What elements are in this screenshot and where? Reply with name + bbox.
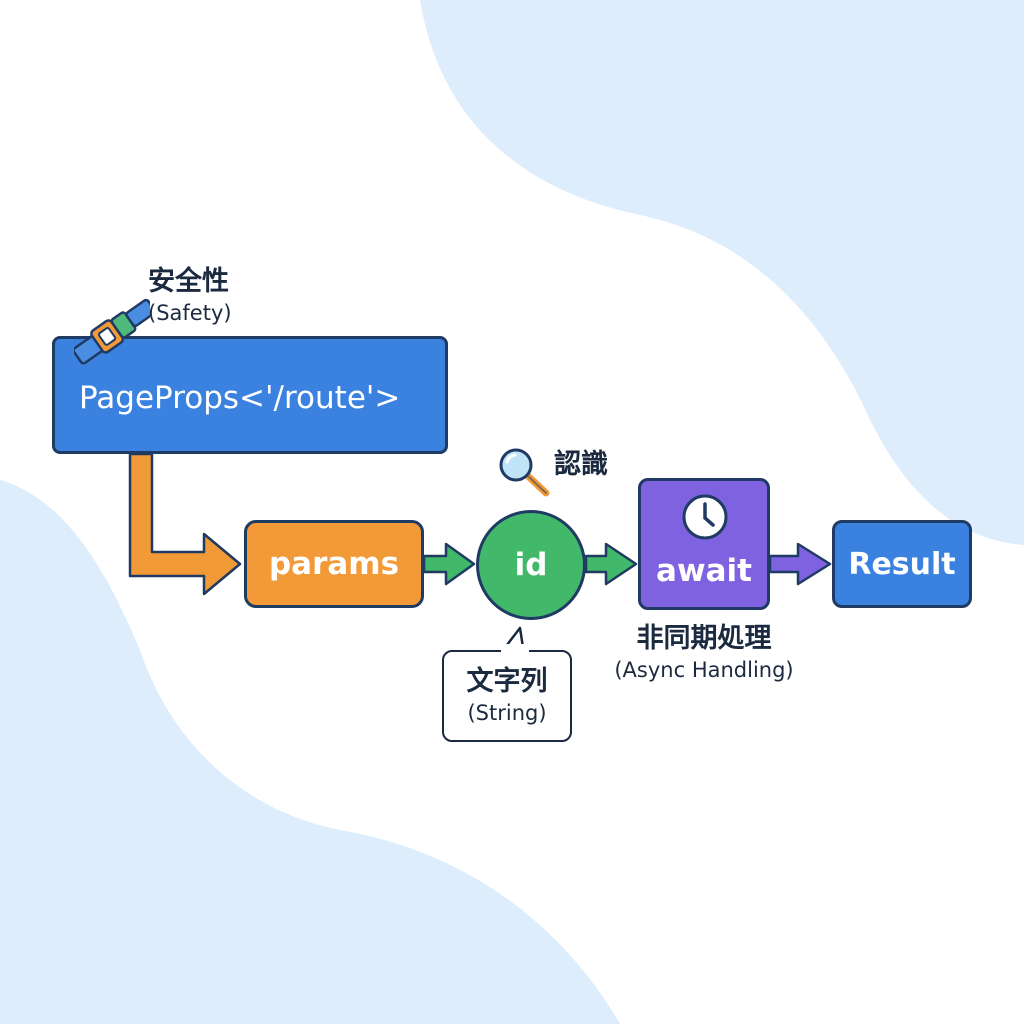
await-label: await	[656, 553, 752, 589]
bubble-tail-mask	[501, 644, 529, 654]
params-label: params	[268, 546, 400, 582]
arrow-pageprops-to-params	[128, 452, 242, 596]
id-node: id	[476, 510, 586, 620]
seatbelt-buckle-icon	[74, 298, 150, 365]
top-right-wave	[420, 0, 1024, 545]
result-label: Result	[848, 546, 956, 582]
params-node: params	[244, 520, 424, 608]
string-bubble: 文字列 (String)	[442, 650, 572, 742]
string-label-en: (String)	[467, 701, 547, 725]
async-label-en: (Async Handling)	[614, 658, 794, 682]
safety-label-jp: 安全性	[148, 266, 229, 297]
recognition-label-jp: 認識	[554, 449, 608, 480]
arrow-id-to-await	[584, 542, 638, 586]
pageprops-node: PageProps<'/route'>	[52, 336, 448, 454]
id-label: id	[514, 547, 548, 583]
clock-icon	[682, 494, 728, 540]
pageprops-label: PageProps<'/route'>	[79, 380, 401, 416]
result-node: Result	[832, 520, 972, 608]
bottom-left-wave	[0, 480, 620, 1024]
safety-label: 安全性 (Safety)	[148, 265, 232, 327]
safety-label-en: (Safety)	[148, 301, 232, 325]
arrow-params-to-id	[422, 542, 476, 586]
async-label: 非同期処理 (Async Handling)	[604, 622, 804, 684]
recognition-label: 認識	[554, 448, 608, 482]
arrow-await-to-result	[768, 542, 832, 586]
async-label-jp: 非同期処理	[636, 623, 772, 654]
string-label-jp: 文字列	[466, 666, 548, 697]
magnifying-glass-icon	[499, 448, 550, 497]
